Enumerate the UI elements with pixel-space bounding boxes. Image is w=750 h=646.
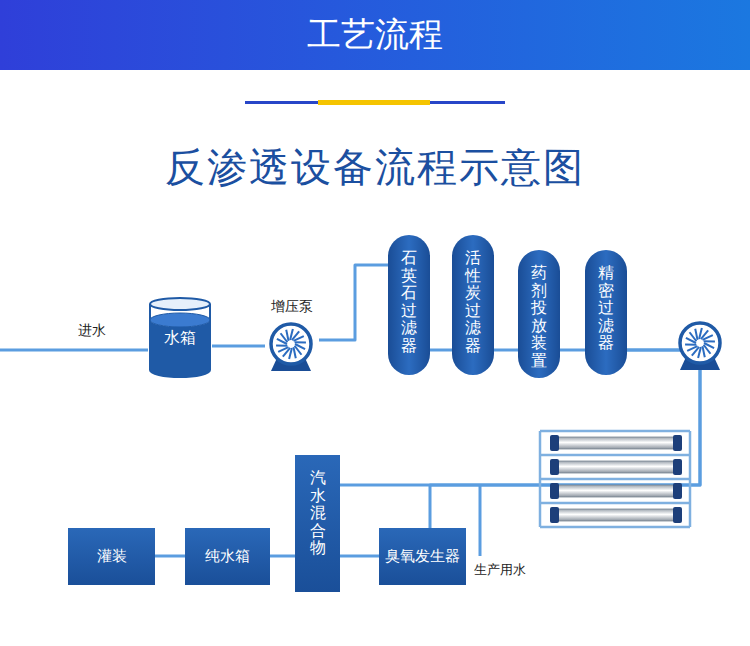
filter-vessel: 活性炭过滤器 (452, 235, 494, 375)
pipe-connector (494, 349, 518, 352)
impeller-blade (293, 336, 303, 341)
inlet-pipe (0, 349, 148, 352)
decor-shape (550, 507, 682, 523)
tank-wall (150, 304, 210, 377)
water-surface (150, 313, 210, 327)
mixer-column: 汽水混合物 (295, 455, 340, 592)
outlet-pipe (479, 485, 482, 556)
node-label: 石英石过滤器 (401, 249, 417, 355)
divider-accent (318, 100, 430, 105)
impeller-blade (702, 346, 704, 357)
filter-vessel: 精密过滤器 (585, 250, 627, 375)
pipe-connector (430, 350, 700, 528)
node-label: 活性炭过滤器 (465, 249, 481, 355)
node-label: 灌装 (97, 547, 127, 566)
decor-shape (689, 431, 692, 527)
decor-shape (550, 435, 682, 451)
impeller-blade (685, 343, 696, 345)
pipe-connector (560, 349, 585, 352)
booster-pump: 增压泵 (265, 298, 319, 374)
impeller-blade (704, 340, 715, 342)
node-label: 增压泵 (271, 298, 313, 316)
impeller-blade (286, 330, 288, 341)
water-tank: 水箱 (148, 296, 212, 378)
decor-shape (540, 526, 690, 529)
decor-shape (540, 454, 690, 457)
decor-shape (540, 502, 690, 505)
pipe-connector (155, 555, 185, 558)
impeller-blade (695, 329, 697, 340)
pump-casing (680, 323, 720, 363)
pump-casing (271, 324, 311, 364)
header-text: 工艺流程 (0, 12, 750, 58)
high-pressure-pump (680, 323, 720, 370)
impeller-blade (687, 346, 697, 351)
process-box: 臭氧发生器 (379, 528, 466, 585)
process-box: 纯水箱 (185, 528, 270, 585)
filter-vessel: 石英石过滤器 (388, 235, 430, 375)
decor-shape (550, 459, 682, 475)
ro-membranes (550, 435, 682, 523)
dosing-vessel: 药剂投放装置 (518, 250, 560, 378)
node-label: 汽水混合物 (310, 469, 326, 557)
decor-shape (540, 430, 690, 433)
divider-line (245, 101, 505, 104)
decor-shape (550, 483, 682, 499)
node-label: 水箱 (164, 328, 196, 349)
node-label: 纯水箱 (205, 547, 250, 566)
decor-shape (540, 478, 690, 481)
impeller-blade (295, 341, 306, 343)
diagram-title: 反渗透设备流程示意图 (0, 140, 750, 195)
decor-shape (539, 431, 542, 527)
node-label: 药剂投放装置 (531, 264, 547, 370)
outlet-label: 生产用水 (474, 561, 554, 579)
node-label: 精密过滤器 (598, 264, 614, 352)
pipe-connector (270, 555, 295, 558)
process-box: 灌装 (68, 528, 155, 585)
pipe-connector (340, 350, 700, 485)
impeller-blade (278, 347, 288, 352)
pipe-connector (319, 265, 388, 340)
tank-water (150, 320, 210, 377)
impeller-blade (293, 347, 295, 358)
impeller-blade (702, 335, 712, 340)
pipe-connector (430, 349, 452, 352)
node-label: 臭氧发生器 (385, 547, 460, 566)
header-band (0, 0, 750, 70)
pipe-connector (212, 345, 265, 348)
impeller-blade (276, 344, 287, 346)
pump-icon (265, 320, 317, 372)
membrane-frame (540, 431, 690, 527)
tank-top (150, 298, 210, 310)
pipe-connector (340, 555, 379, 558)
inlet-label: 进水 (78, 322, 138, 340)
